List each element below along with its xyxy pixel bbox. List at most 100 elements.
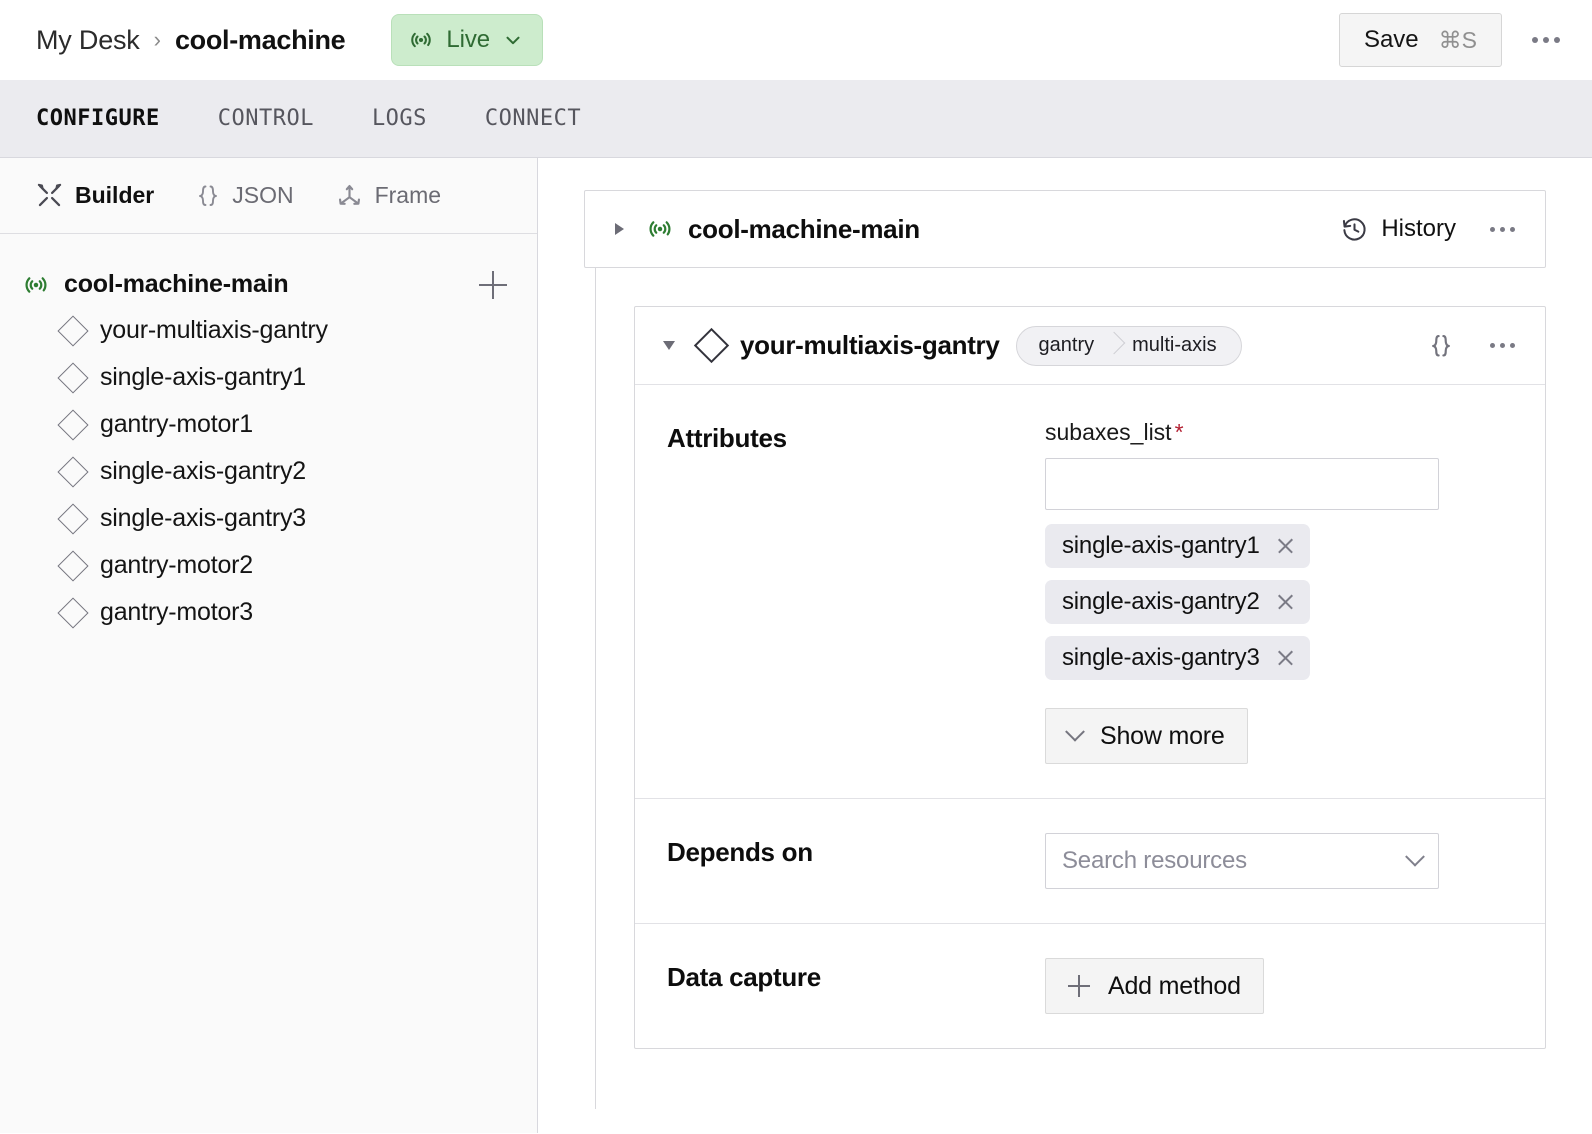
tree-connector-line [595, 268, 596, 1109]
top-bar-actions: Save ⌘S [1338, 13, 1568, 67]
chevron-down-icon [1405, 846, 1425, 867]
tree-item-label: single-axis-gantry3 [100, 504, 307, 532]
close-icon[interactable] [1276, 537, 1295, 556]
kebab-dot [1500, 343, 1505, 348]
diamond-icon [57, 361, 89, 394]
sidebar-mode-builder-label: Builder [75, 182, 155, 208]
pill-divider-icon [1104, 327, 1124, 365]
chip-label: single-axis-gantry3 [1062, 644, 1260, 671]
component-card-overflow-button[interactable] [1482, 333, 1523, 358]
resource-tree: cool-machine-main your-multiaxis-gantry … [0, 234, 537, 636]
diamond-icon [57, 502, 89, 535]
tree-item-gantry-motor2[interactable]: gantry-motor2 [0, 542, 537, 589]
tree-item-label: gantry-motor3 [100, 598, 254, 626]
close-icon[interactable] [1276, 649, 1295, 668]
sidebar-mode-switcher: Builder JSON [0, 158, 537, 234]
braces-icon [196, 183, 220, 209]
tree-item-label: your-multiaxis-gantry [100, 316, 328, 344]
tree-item-single-axis-gantry1[interactable]: single-axis-gantry1 [0, 354, 537, 401]
component-card: your-multiaxis-gantry gantry multi-axis [634, 306, 1546, 1049]
tab-control[interactable]: CONTROL [217, 106, 314, 131]
machine-card: cool-machine-main History [584, 190, 1546, 268]
attributes-row-body: subaxes_list* single-axis-gantry1 single… [1045, 419, 1515, 764]
top-bar: My Desk › cool-machine Live Save ⌘S [0, 0, 1592, 80]
chevron-down-icon [1065, 721, 1085, 742]
component-model-label: multi-axis [1132, 334, 1217, 356]
close-icon[interactable] [1276, 593, 1295, 612]
tree-root-label: cool-machine-main [64, 270, 289, 298]
data-capture-row-label: Data capture [667, 962, 821, 992]
data-capture-row-body: Add method [1045, 958, 1515, 1014]
tree-item-label: single-axis-gantry1 [100, 363, 307, 391]
data-capture-row: Data capture Add method [635, 924, 1545, 1048]
attributes-row: Attributes subaxes_list* single-axis-gan… [635, 385, 1545, 799]
history-button[interactable]: History [1337, 209, 1460, 249]
depends-on-row-body: Search resources [1045, 833, 1515, 889]
broadcast-icon [646, 215, 674, 243]
tab-logs[interactable]: LOGS [371, 106, 427, 131]
tree-item-gantry-motor3[interactable]: gantry-motor3 [0, 589, 537, 636]
breadcrumb-separator-icon: › [153, 27, 161, 52]
sidebar-mode-builder[interactable]: Builder [36, 182, 154, 209]
subaxes-list-label-text: subaxes_list [1045, 419, 1172, 445]
component-api-label: gantry [1038, 334, 1095, 356]
save-button[interactable]: Save ⌘S [1338, 13, 1502, 67]
tab-configure[interactable]: CONFIGURE [36, 106, 160, 131]
attributes-row-label: Attributes [667, 423, 787, 453]
breadcrumb-root-link[interactable]: My Desk [36, 24, 140, 55]
sidebar-mode-json-label: JSON [232, 182, 294, 208]
sidebar: Builder JSON [0, 158, 538, 1133]
live-status-label: Live [446, 26, 491, 53]
chevron-right-icon[interactable] [615, 223, 624, 235]
config-panel: cool-machine-main History [538, 158, 1592, 1133]
tree-item-label: gantry-motor1 [100, 410, 254, 438]
tree-item-gantry-motor1[interactable]: gantry-motor1 [0, 401, 537, 448]
breadcrumb-current: cool-machine [174, 24, 346, 55]
tree-item-your-multiaxis-gantry[interactable]: your-multiaxis-gantry [0, 307, 537, 354]
save-shortcut-label: ⌘S [1438, 26, 1477, 53]
kebab-dot [1490, 343, 1495, 348]
machine-card-title: cool-machine-main [688, 213, 920, 244]
kebab-dot [1543, 37, 1549, 43]
chip-single-axis-gantry3: single-axis-gantry3 [1045, 636, 1310, 680]
main-tab-bar: CONFIGURE CONTROL LOGS CONNECT [0, 80, 1592, 158]
chip-label: single-axis-gantry1 [1062, 532, 1260, 559]
braces-icon[interactable] [1428, 332, 1454, 360]
chip-single-axis-gantry1: single-axis-gantry1 [1045, 524, 1310, 568]
component-card-title: your-multiaxis-gantry [740, 330, 1000, 360]
history-button-label: History [1381, 215, 1456, 242]
kebab-dot [1532, 37, 1538, 43]
depends-on-row: Depends on Search resources [635, 799, 1545, 924]
top-bar-overflow-button[interactable] [1524, 27, 1568, 53]
tree-item-single-axis-gantry2[interactable]: single-axis-gantry2 [0, 448, 537, 495]
plus-icon[interactable] [479, 270, 507, 299]
chip-single-axis-gantry2: single-axis-gantry2 [1045, 580, 1310, 624]
kebab-dot [1500, 226, 1505, 232]
subaxes-list-input[interactable] [1045, 458, 1439, 510]
component-card-header: your-multiaxis-gantry gantry multi-axis [635, 307, 1545, 385]
show-more-button[interactable]: Show more [1045, 708, 1248, 764]
chevron-down-icon [502, 29, 524, 51]
subaxes-chip-list: single-axis-gantry1 single-axis-gantry2 … [1045, 524, 1515, 692]
add-method-label: Add method [1108, 971, 1241, 1000]
kebab-dot [1510, 226, 1515, 232]
tree-item-label: gantry-motor2 [100, 551, 254, 579]
required-marker: * [1174, 419, 1184, 445]
component-type-pill: gantry multi-axis [1015, 325, 1242, 366]
sidebar-mode-frame-label: Frame [374, 182, 442, 208]
tree-item-single-axis-gantry3[interactable]: single-axis-gantry3 [0, 495, 537, 542]
machine-card-overflow-button[interactable] [1482, 217, 1523, 242]
add-method-button[interactable]: Add method [1045, 958, 1264, 1014]
broadcast-icon [408, 27, 434, 53]
sidebar-mode-json[interactable]: JSON [196, 182, 294, 209]
machine-card-actions: History [1337, 209, 1523, 249]
depends-on-select[interactable]: Search resources [1045, 833, 1439, 889]
chevron-down-icon[interactable] [663, 341, 675, 350]
clock-history-icon [1341, 216, 1368, 243]
broadcast-icon [22, 271, 50, 299]
sidebar-mode-frame[interactable]: Frame [336, 182, 441, 209]
tab-connect[interactable]: CONNECT [484, 106, 582, 131]
tree-root-cool-machine-main[interactable]: cool-machine-main [0, 262, 537, 307]
diamond-icon [57, 596, 89, 629]
live-status-badge[interactable]: Live [391, 14, 544, 66]
